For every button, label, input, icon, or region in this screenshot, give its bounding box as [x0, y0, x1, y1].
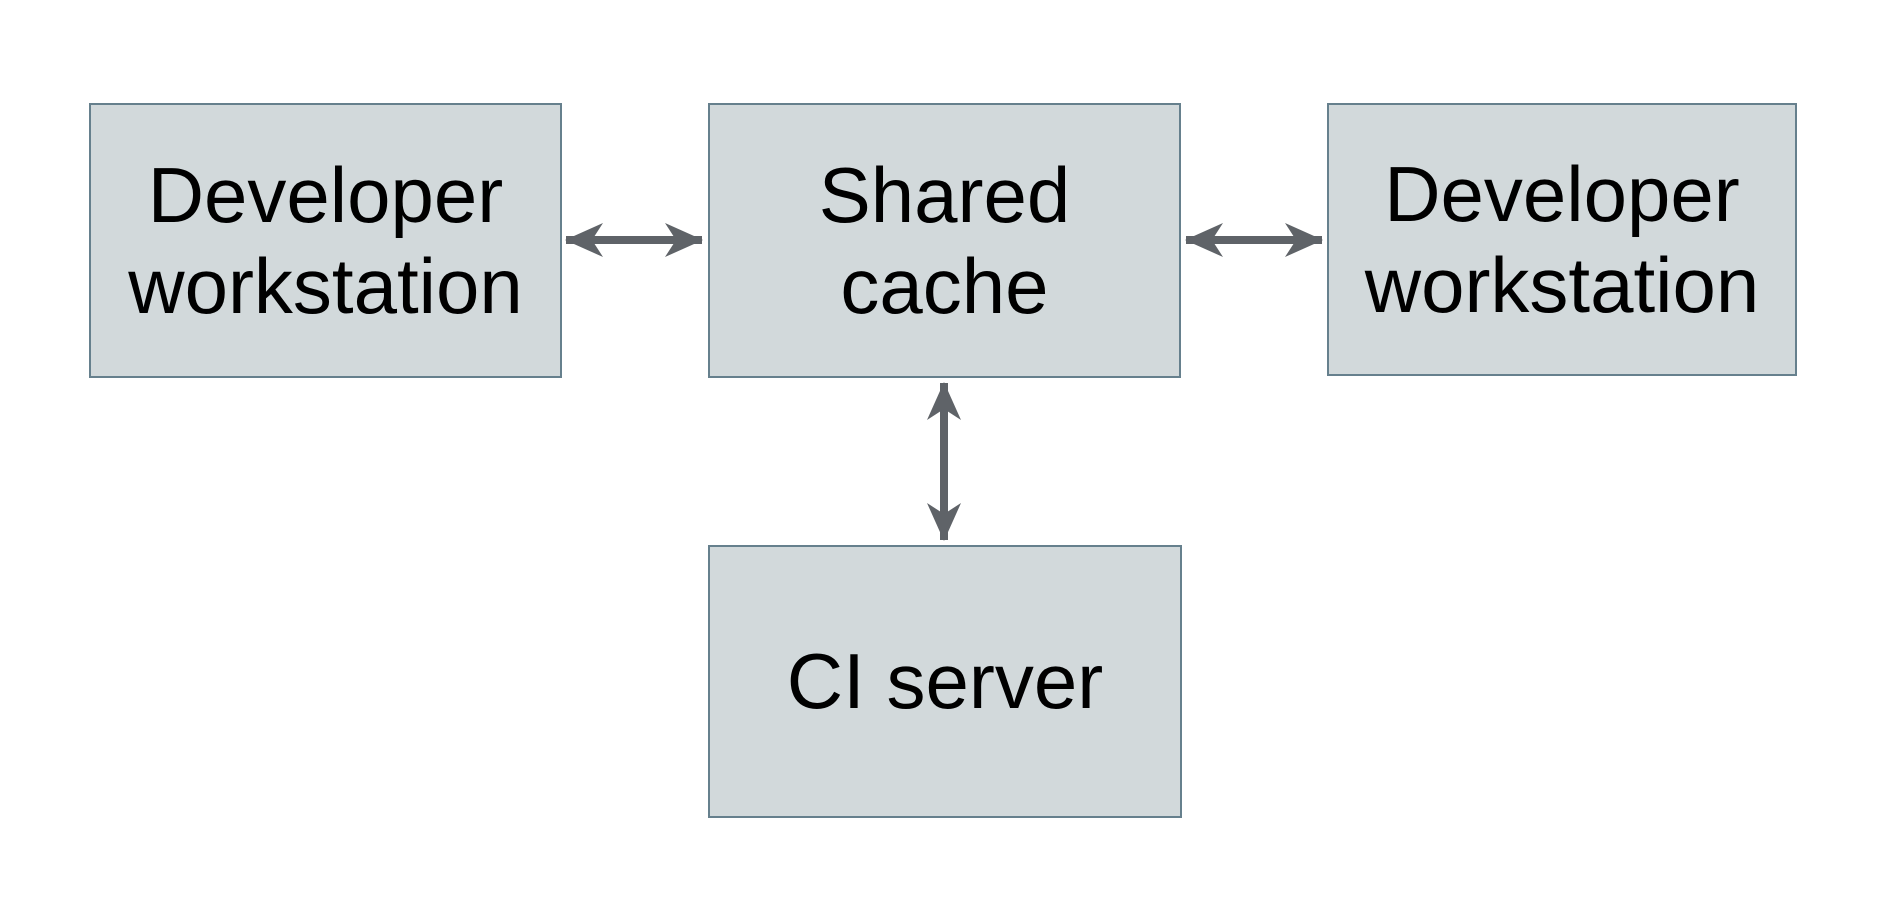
- node-label-developer-workstation-left: Developer workstation: [128, 150, 523, 331]
- node-label-shared-cache: Shared cache: [819, 150, 1071, 331]
- node-label-line: Developer: [1384, 150, 1740, 239]
- node-label-line: workstation: [128, 241, 523, 330]
- node-developer-workstation-right: Developer workstation: [1327, 103, 1797, 376]
- node-label-line: workstation: [1364, 240, 1760, 329]
- node-label-line: Developer: [147, 151, 504, 240]
- node-label-ci-server: CI server: [787, 636, 1103, 726]
- node-label-line: CI server: [786, 637, 1104, 726]
- node-label-developer-workstation-right: Developer workstation: [1365, 149, 1760, 330]
- node-label-line: cache: [840, 241, 1049, 330]
- node-label-line: Shared: [818, 151, 1071, 240]
- node-shared-cache: Shared cache: [708, 103, 1181, 378]
- node-ci-server: CI server: [708, 545, 1182, 818]
- node-developer-workstation-left: Developer workstation: [89, 103, 562, 378]
